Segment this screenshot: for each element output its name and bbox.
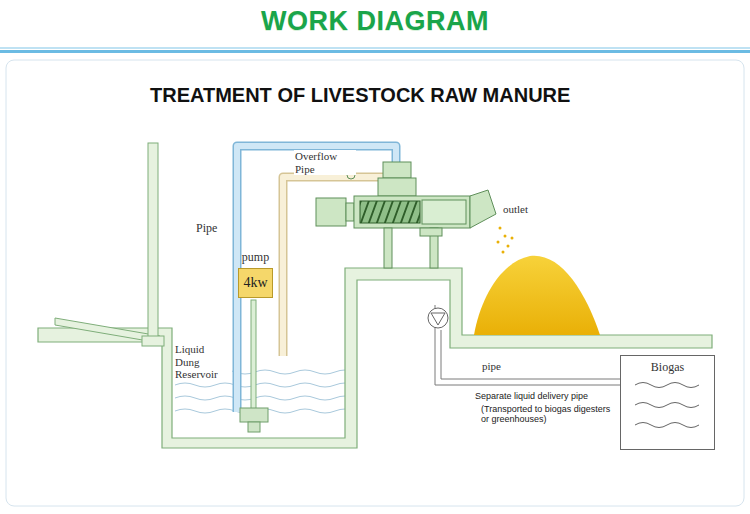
panel	[6, 60, 744, 506]
pipe-label: pipe	[482, 360, 501, 373]
outlet-label: outlet	[503, 203, 528, 216]
post	[148, 143, 158, 338]
note: Separate liquid delivery pipe	[475, 391, 588, 401]
manure-pile	[474, 256, 600, 335]
submersible-pump	[240, 408, 268, 422]
submersible-pump	[248, 422, 260, 432]
biogas-box: Biogas	[620, 355, 715, 450]
header-rule	[0, 47, 750, 49]
falling-solids	[497, 227, 514, 254]
liquid-pipe	[435, 305, 620, 385]
pipe	[237, 146, 396, 412]
pipe-label: Overflow Pipe	[294, 150, 356, 175]
pipe	[237, 146, 396, 412]
pump-rating: 4kw	[238, 268, 273, 298]
pump-box: pump4kw	[238, 250, 273, 298]
reservoir-label: Liquid Dung Reservoir	[174, 343, 232, 381]
note: (Transported to biogas digesters or gree…	[481, 404, 613, 425]
pit-walls	[38, 268, 712, 448]
separator	[316, 162, 496, 268]
post-base	[142, 336, 164, 346]
pipe-label: Pipe	[196, 222, 217, 236]
valve	[428, 308, 448, 328]
biogas-waves	[635, 383, 699, 428]
valve	[431, 313, 445, 325]
page-title: WORK DIAGRAM	[0, 6, 750, 37]
subtitle: TREATMENT OF LIVESTOCK RAW MANURE	[150, 84, 570, 107]
header-rule	[0, 50, 750, 53]
pump-shaft	[251, 300, 256, 410]
node-text: Biogas	[621, 356, 714, 375]
pump-label: pump	[238, 250, 273, 268]
